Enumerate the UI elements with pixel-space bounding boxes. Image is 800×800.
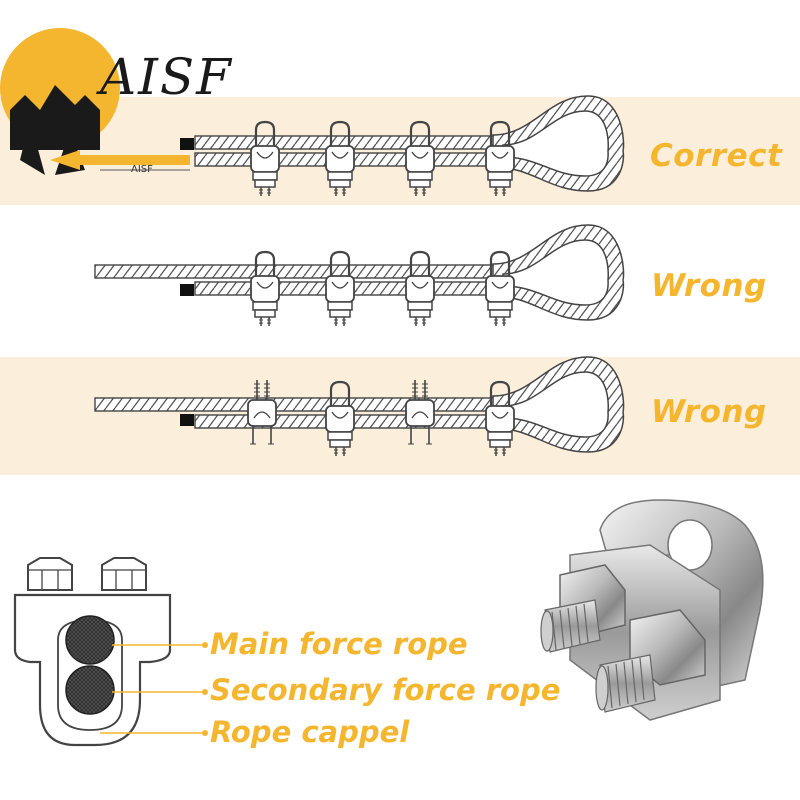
legend-rope-cappel: Rope cappel: [210, 715, 410, 749]
row-band-correct: [0, 97, 800, 205]
rope-diagram-wrong-2: [94, 356, 625, 458]
legend-main-force-rope: Main force rope: [210, 627, 468, 661]
rope-diagram-correct: [180, 95, 625, 198]
rope-diagram-wrong-1: [94, 224, 625, 328]
product-photo-wire-clip: [540, 499, 764, 721]
clip-cross-section: [13, 557, 208, 747]
status-label-wrong-2: Wrong: [651, 394, 767, 430]
logo-mark: [0, 28, 190, 175]
logo-text: AISF: [100, 48, 233, 106]
logo-small-text: AISF: [131, 164, 153, 175]
legend-secondary-force-rope: Secondary force rope: [210, 673, 561, 707]
status-label-correct: Correct: [650, 138, 783, 174]
status-label-wrong-1: Wrong: [651, 268, 767, 304]
